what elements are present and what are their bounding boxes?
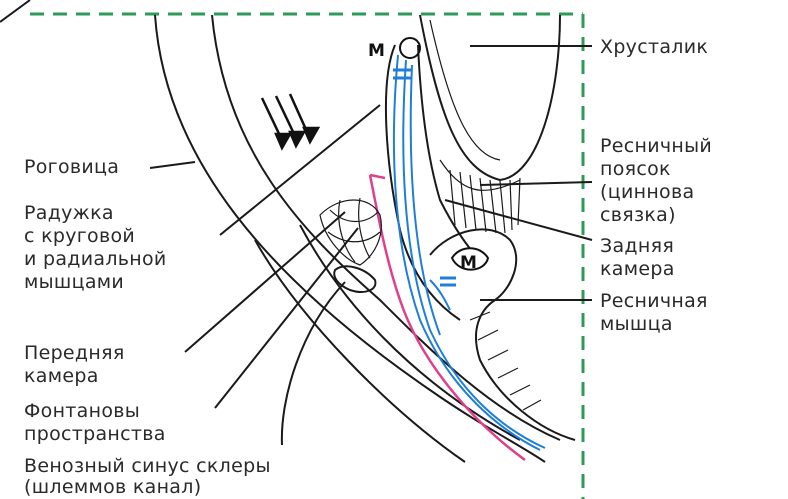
schlemm-line-2: (шлеммов канал) (24, 476, 201, 498)
lens-inner (430, 20, 500, 160)
middle-m-marker: М (452, 248, 488, 273)
m-top-text: М (368, 41, 385, 61)
iris-line-3: и радиальной (24, 248, 167, 270)
flow-arrows (262, 94, 318, 148)
iris-line-2: с круговой (24, 225, 135, 247)
anterior-chamber-line-2: камера (24, 365, 99, 387)
cornea-label: Роговица (24, 156, 119, 178)
zonule-line-3: (циннова (600, 181, 694, 203)
schlemm-line-1: Венозный синус склеры (24, 455, 271, 477)
posterior-chamber-line-2: камера (600, 258, 675, 280)
pink-edge (370, 175, 525, 460)
fontana-meshwork (320, 198, 381, 265)
lens-outline (420, 15, 560, 180)
zonule-line-2: поясок (600, 158, 671, 180)
fontana-line-2: пространства (24, 423, 166, 445)
zonule-line-4: связка) (600, 204, 676, 226)
ciliary-muscle-line-2: мышца (600, 313, 673, 335)
zonule-line-1: Ресничный (600, 135, 712, 157)
corner-stroke (0, 0, 30, 22)
m-middle-text: М (460, 253, 477, 273)
fontana-line-1: Фонтановы (24, 400, 140, 422)
iris-line-4: мышцами (24, 271, 124, 293)
ciliary-muscle-line-1: Ресничная (600, 290, 708, 312)
lens-label: Хрусталик (600, 36, 708, 58)
iris-back (418, 45, 480, 260)
posterior-chamber-line-1: Задняя (600, 235, 674, 257)
anterior-chamber-line-1: Передняя (24, 342, 125, 364)
iris-line-1: Радужка (24, 202, 114, 224)
cornea-inner-curve (212, 15, 560, 440)
